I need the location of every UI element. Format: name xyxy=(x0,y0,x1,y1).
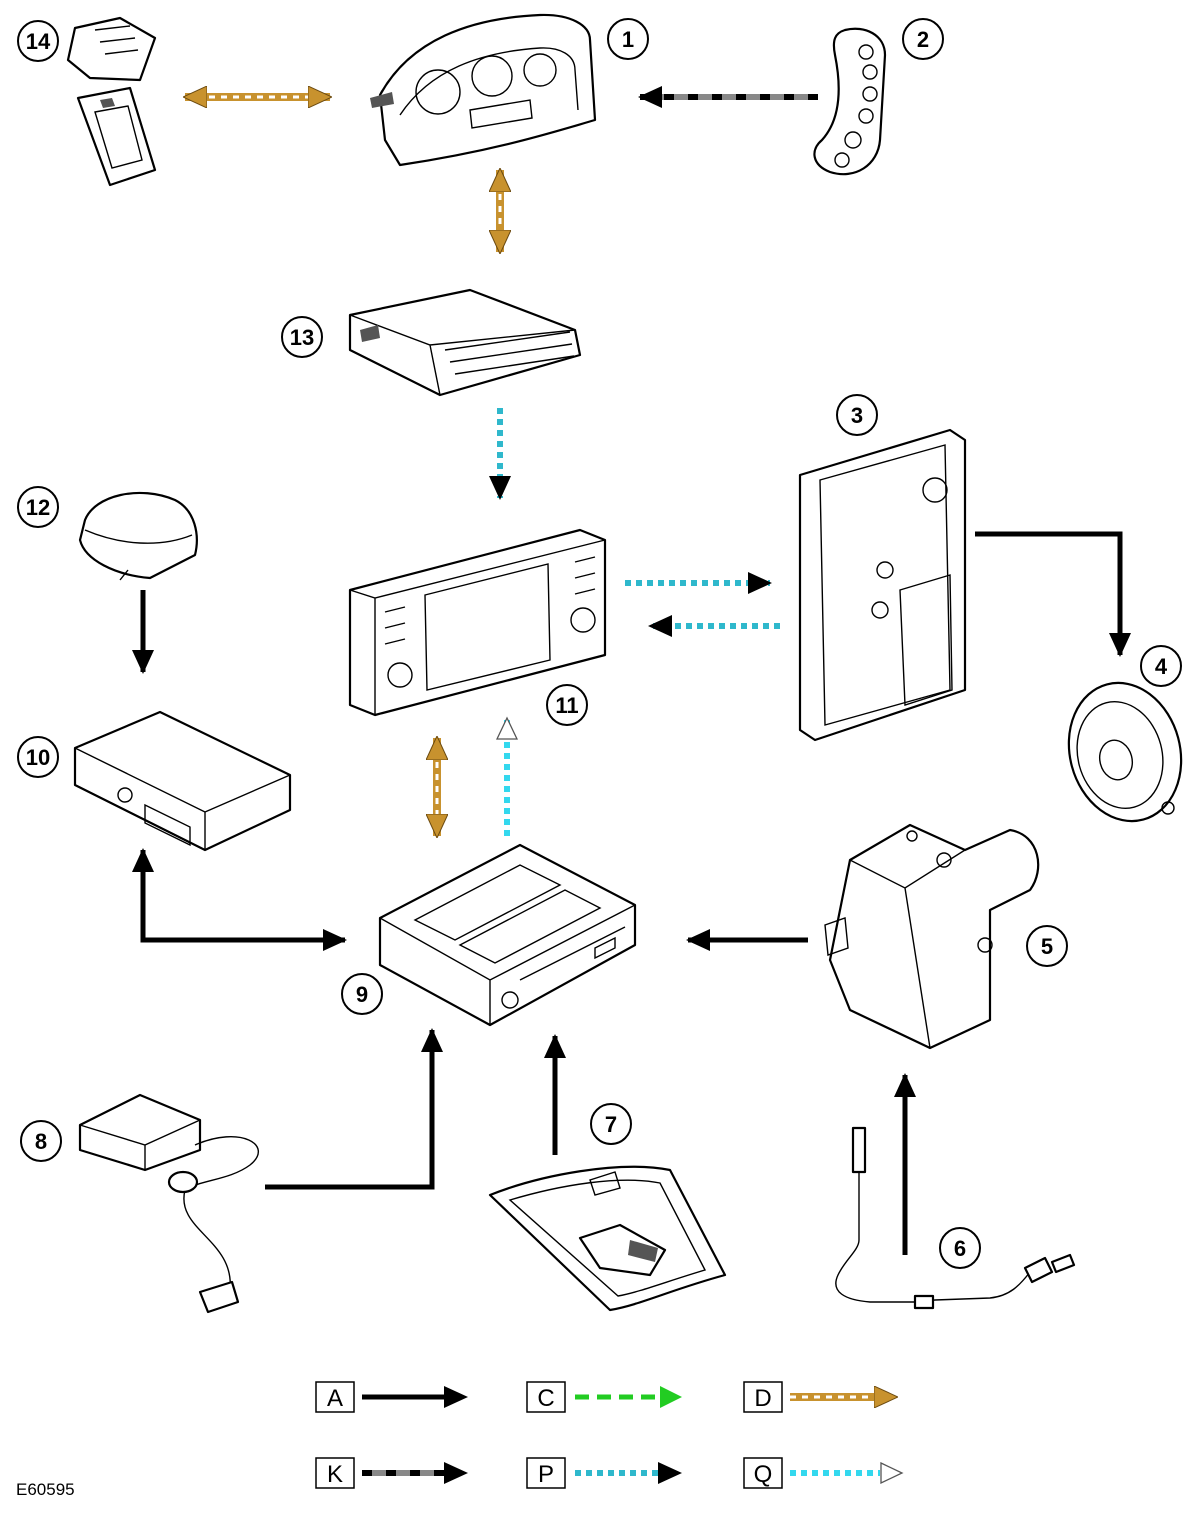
link-8-9 xyxy=(265,1028,443,1190)
gateway-module-icon xyxy=(348,288,582,397)
svg-text:6: 6 xyxy=(954,1236,966,1261)
svg-text:C: C xyxy=(537,1385,554,1412)
legend-item-d: D xyxy=(743,1381,896,1413)
svg-text:A: A xyxy=(327,1385,343,1412)
callout-6: 6 xyxy=(939,1227,981,1269)
navigation-computer-icon xyxy=(378,843,637,1027)
legend-item-q: Q xyxy=(743,1457,902,1489)
wheel-speed-sensor-icon xyxy=(835,1126,1076,1310)
callout-8: 8 xyxy=(20,1120,62,1162)
svg-text:5: 5 xyxy=(1041,934,1053,959)
svg-text:1: 1 xyxy=(622,27,634,52)
svg-text:12: 12 xyxy=(26,495,50,520)
callout-4: 4 xyxy=(1140,645,1182,687)
callout-7: 7 xyxy=(590,1103,632,1145)
callout-3: 3 xyxy=(836,394,878,436)
tmc-receiver-icon xyxy=(73,710,292,852)
callout-1: 1 xyxy=(607,18,649,60)
figure-reference: E60595 xyxy=(16,1480,75,1499)
svg-text:2: 2 xyxy=(917,27,929,52)
callout-14: 14 xyxy=(17,20,59,62)
callout-11: 11 xyxy=(546,684,588,726)
legend-item-a: A xyxy=(315,1381,468,1413)
callout-10: 10 xyxy=(17,736,59,778)
callout-13: 13 xyxy=(281,316,323,358)
instrument-cluster-icon xyxy=(370,13,597,167)
link-10-9 xyxy=(132,848,347,951)
diagnostic-connector-icon xyxy=(66,16,157,187)
legend-item-c: C xyxy=(526,1381,682,1413)
svg-text:4: 4 xyxy=(1155,654,1168,679)
abs-module-icon xyxy=(824,823,1040,1050)
svg-text:10: 10 xyxy=(26,745,50,770)
svg-text:14: 14 xyxy=(26,29,51,54)
overhead-console-icon xyxy=(488,1165,727,1312)
svg-text:P: P xyxy=(538,1461,554,1488)
svg-text:D: D xyxy=(754,1385,771,1412)
svg-text:Q: Q xyxy=(754,1461,773,1488)
svg-text:9: 9 xyxy=(356,982,368,1007)
steering-wheel-switch-icon xyxy=(813,27,887,176)
callout-9: 9 xyxy=(341,973,383,1015)
legend-item-p: P xyxy=(526,1457,682,1489)
link-3-4 xyxy=(975,531,1131,657)
legend: A C D K P xyxy=(315,1381,902,1489)
svg-text:3: 3 xyxy=(851,403,863,428)
gps-antenna-icon xyxy=(78,1093,259,1314)
callout-5: 5 xyxy=(1026,925,1068,967)
tmc-antenna-icon xyxy=(78,491,198,581)
svg-text:7: 7 xyxy=(605,1112,617,1137)
svg-text:11: 11 xyxy=(555,693,578,718)
callout-12: 12 xyxy=(17,486,59,528)
legend-item-k: K xyxy=(315,1457,468,1489)
speaker-icon xyxy=(1067,681,1183,823)
callout-2: 2 xyxy=(902,18,944,60)
svg-text:13: 13 xyxy=(290,325,314,350)
svg-text:8: 8 xyxy=(35,1129,47,1154)
audio-amplifier-icon xyxy=(798,428,967,742)
touch-screen-display-icon xyxy=(348,528,607,717)
svg-text:K: K xyxy=(327,1461,343,1488)
